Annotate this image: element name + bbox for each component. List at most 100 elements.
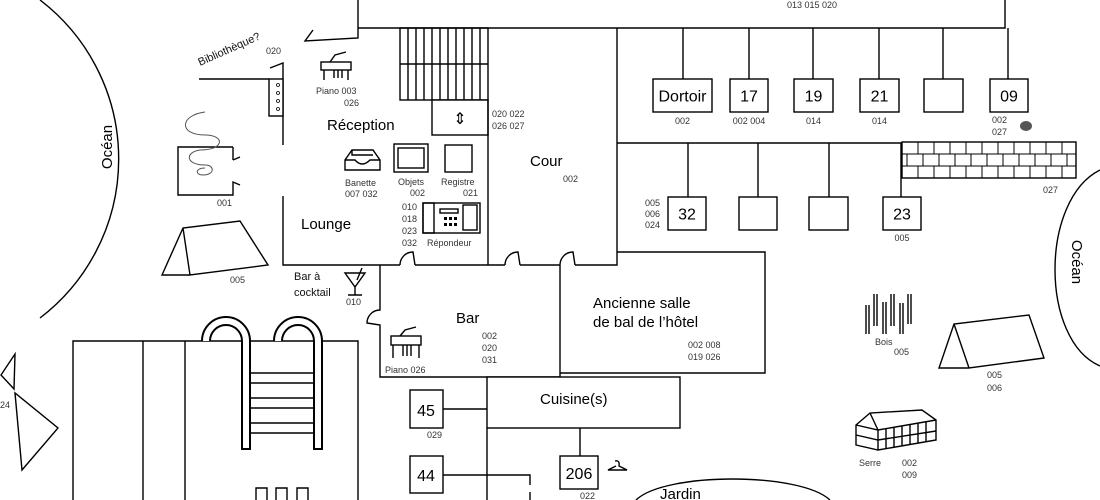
register-icon (444, 144, 473, 173)
bar-label: Bar (456, 310, 479, 327)
bar-code-3: 031 (482, 355, 497, 365)
tent-left-icon (160, 220, 270, 276)
objets-label: Objets (398, 177, 425, 187)
room-box[interactable] (667, 196, 707, 231)
swimming-pool (72, 316, 359, 500)
kitchen-label: Cuisine(s) (540, 391, 608, 408)
library-label: Bibliothèque? (196, 31, 262, 69)
bar-walls (366, 265, 561, 378)
room-45[interactable] (409, 389, 444, 429)
kitchen[interactable] (486, 376, 681, 429)
hanger-icon (607, 460, 628, 471)
doors (399, 251, 576, 266)
room-label: 23 (893, 207, 911, 224)
room-code: 005 (645, 198, 660, 208)
room-box[interactable] (808, 196, 849, 231)
room-box[interactable] (729, 78, 769, 113)
room-box[interactable] (652, 78, 713, 113)
reception-piano-code: 026 (344, 98, 359, 108)
room-box[interactable] (989, 78, 1029, 113)
top-corridor-wall (303, 0, 1006, 42)
ballroom-codes-2: 019 026 (688, 352, 721, 362)
phone-code-2: 018 (402, 214, 417, 224)
room-206-label: 206 (566, 466, 593, 483)
staircase (399, 27, 489, 101)
cocktail-glass-icon (343, 267, 367, 296)
reception-label: Réception (327, 117, 395, 134)
greenhouse-code-1: 002 (902, 458, 917, 468)
room-label: 19 (805, 89, 823, 106)
elevator-code-2: 026 027 (492, 121, 525, 131)
room-label: 09 (1000, 89, 1018, 106)
objets-code: 002 (410, 188, 425, 198)
cour-code: 002 (563, 174, 578, 184)
banette-codes: 007 032 (345, 189, 378, 199)
kitchen-connectors (443, 408, 581, 500)
elevator-arrows-icon: ⇕ (453, 111, 466, 128)
room-box[interactable] (882, 196, 922, 231)
wood-label: Bois (875, 337, 893, 347)
wood-code: 005 (894, 347, 909, 357)
room-box[interactable] (738, 196, 778, 231)
room-44-label: 44 (417, 468, 435, 485)
wall-code: 027 (1043, 185, 1058, 195)
phone-code-1: 010 (402, 202, 417, 212)
room-code: 006 (645, 209, 660, 219)
room-45-label: 45 (417, 403, 435, 420)
ocean-right-label: Océan (1068, 240, 1085, 284)
ocean-right-shore (1054, 169, 1100, 367)
tent-left-code: 005 (230, 275, 245, 285)
answering-machine-icon (422, 202, 481, 234)
room-label: Dortoir (658, 89, 707, 106)
room-label: 32 (678, 207, 696, 224)
wood-icon (865, 294, 912, 334)
top-codes: 013 015 020 (787, 0, 837, 10)
room-code: 005 (894, 233, 909, 243)
room-box[interactable] (793, 78, 834, 113)
left-partial-code: 24 (0, 400, 10, 410)
repondeur-label: Répondeur (427, 238, 472, 248)
tent-right-icon (938, 314, 1045, 369)
tray-icon (344, 149, 381, 171)
cour-label: Cour (530, 153, 563, 170)
objects-icon (393, 143, 429, 173)
room-206[interactable] (559, 455, 599, 490)
bar-piano-label: Piano 026 (385, 365, 426, 375)
cocktail-label-1: Bar à (294, 271, 321, 283)
registre-label: Registre (441, 177, 475, 187)
ballroom-label-1: Ancienne salle (593, 295, 691, 312)
room-box[interactable] (923, 78, 964, 113)
cocktail-label-2: cocktail (294, 287, 331, 299)
brick-wall (901, 141, 1077, 179)
garden-label: Jardin (660, 486, 701, 500)
room-44[interactable] (409, 455, 444, 494)
library-code: 020 (266, 46, 281, 56)
reception-piano-label: Piano 003 (316, 86, 357, 96)
spiral-icon (185, 111, 220, 176)
ballroom-codes-1: 002 008 (688, 340, 721, 350)
ballroom-label-2: de bal de l’hôtel (593, 314, 698, 331)
garden (635, 478, 831, 500)
greenhouse-code-2: 009 (902, 470, 917, 480)
rat-icon (1020, 121, 1032, 131)
banette-label: Banette (345, 178, 376, 188)
room-label: 17 (740, 89, 758, 106)
ocean-left-shore (39, 0, 120, 319)
ocean-left-label: Océan (99, 125, 116, 169)
phone-code-4: 032 (402, 238, 417, 248)
partial-tents-left (0, 351, 59, 472)
piano-icon (320, 51, 352, 80)
bookshelf-dots (276, 83, 280, 111)
tent-right-code-1: 005 (987, 370, 1002, 380)
room-45-code: 029 (427, 430, 442, 440)
greenhouse-label: Serre (859, 458, 881, 468)
bookshelf-icon (268, 78, 284, 117)
spiral-box (177, 111, 241, 196)
room-code: 002 (992, 115, 1007, 125)
room-code: 002 004 (733, 116, 766, 126)
room-box[interactable] (859, 78, 900, 113)
room-code: 014 (806, 116, 821, 126)
